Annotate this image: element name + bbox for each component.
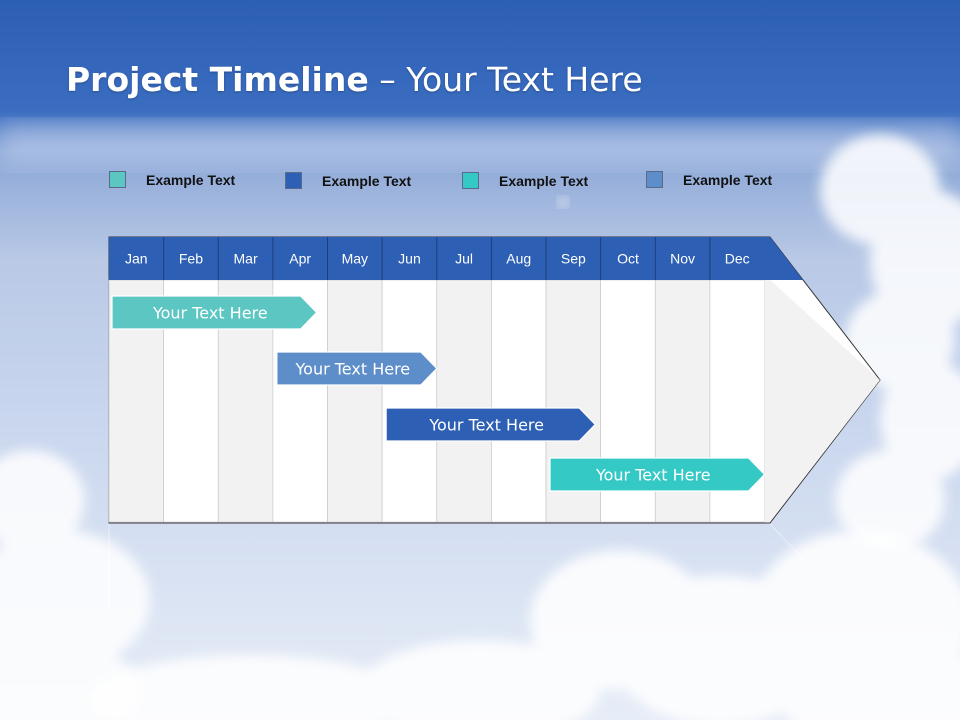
task-label-4: Your Text Here <box>595 466 711 485</box>
month-label-jun: Jun <box>398 251 421 267</box>
month-column-8 <box>491 279 547 523</box>
month-label-apr: Apr <box>289 251 311 267</box>
month-label-may: May <box>342 251 368 267</box>
task-label-1: Your Text Here <box>152 304 268 323</box>
legend-label-1: Example Text <box>146 172 236 188</box>
task-arrow-2 <box>276 351 438 386</box>
month-column-5 <box>327 279 383 523</box>
legend-swatch-4 <box>646 171 663 188</box>
legend-label-2: Example Text <box>322 173 412 189</box>
task-arrow-4 <box>549 457 766 492</box>
legend-swatch-1 <box>109 171 126 188</box>
month-label-aug: Aug <box>506 251 531 267</box>
month-label-jul: Jul <box>455 251 473 267</box>
page-title-rest: – Your Text Here <box>368 60 643 99</box>
arrow-head-area <box>764 280 880 522</box>
month-column-6 <box>381 279 438 523</box>
page-title-bold: Project Timeline <box>66 60 369 99</box>
task-arrow-1 <box>111 295 318 330</box>
month-label-mar: Mar <box>234 251 258 267</box>
month-header-bar <box>109 237 803 280</box>
legend-label-4: Example Text <box>683 172 773 188</box>
month-label-oct: Oct <box>617 251 639 267</box>
month-label-feb: Feb <box>179 251 203 267</box>
legend-swatch-2 <box>285 172 302 189</box>
month-label-nov: Nov <box>670 251 695 267</box>
page-title: Project Timeline – Your Text Here <box>66 58 643 102</box>
task-label-2: Your Text Here <box>295 360 411 379</box>
task-label-3: Your Text Here <box>428 416 544 435</box>
month-label-sep: Sep <box>561 251 586 267</box>
month-label-dec: Dec <box>725 251 750 267</box>
legend-swatch-3 <box>462 172 479 189</box>
month-label-jan: Jan <box>125 251 148 267</box>
month-column-7 <box>436 279 492 523</box>
legend-label-3: Example Text <box>499 173 589 189</box>
task-arrow-3 <box>385 407 597 442</box>
